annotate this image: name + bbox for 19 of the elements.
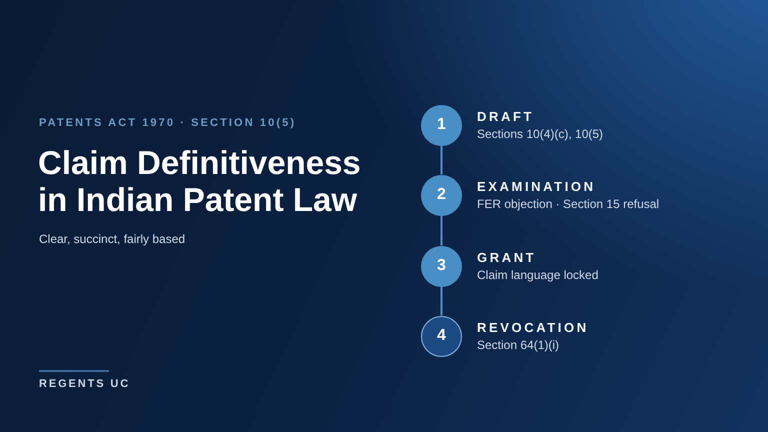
step-description: Claim language locked: [477, 268, 598, 282]
title-heading: Claim Definitiveness in Indian Patent Law: [38, 144, 362, 218]
step-circle: 1: [421, 104, 462, 146]
step-description: FER objection · Section 15 refusal: [477, 197, 660, 211]
step-circle: 3: [421, 246, 462, 286]
step-description: Section 64(1)(i): [477, 338, 560, 352]
step-circle: 2: [421, 174, 462, 216]
step-title: EXAMINATION: [477, 179, 596, 194]
connector-line: [440, 146, 442, 174]
step-title: DRAFT: [477, 109, 534, 124]
step-title: GRANT: [477, 250, 536, 265]
step-description: Sections 10(4)(c), 10(5): [477, 127, 604, 141]
connector-line: [440, 216, 442, 246]
kicker-text: PATENTS ACT 1970 · SECTION 10(5): [39, 117, 296, 129]
connector-line: [440, 286, 442, 316]
step-circle: 4: [421, 316, 462, 356]
footer-text: REGENTS UC: [39, 378, 130, 390]
subtitle-text: Clear, succinct, fairly based: [39, 232, 186, 246]
step-title: REVOCATION: [477, 320, 589, 335]
